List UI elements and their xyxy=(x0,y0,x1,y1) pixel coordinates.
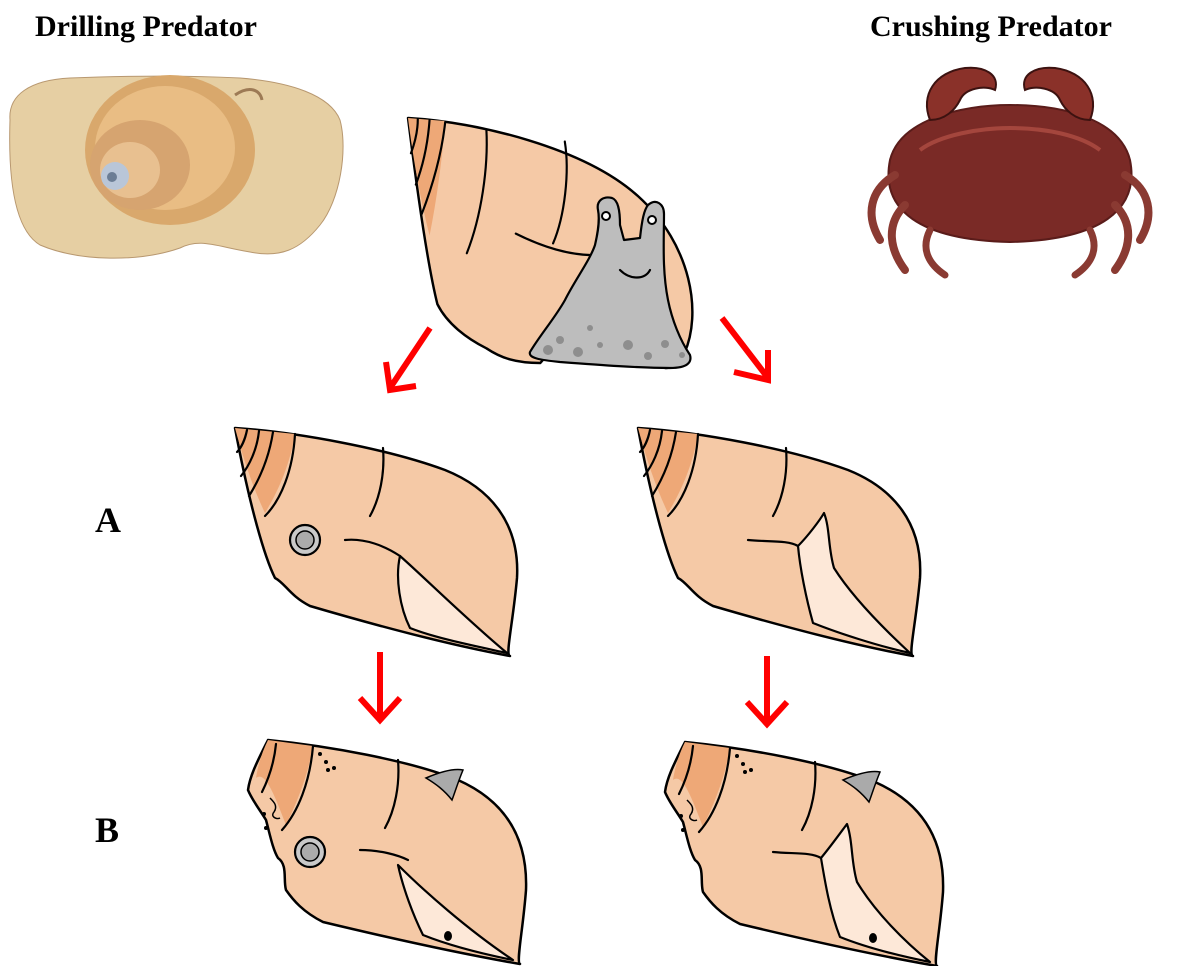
red-rock-crab-photo xyxy=(872,68,1149,275)
moon-snail-photo xyxy=(10,75,343,258)
row-label-b: B xyxy=(95,810,119,850)
shell-crushed-a xyxy=(638,428,920,656)
row-label-a: A xyxy=(95,500,121,540)
shell-drilled-a xyxy=(235,428,517,656)
title-crushing-predator: Crushing Predator xyxy=(870,10,1112,43)
shell-drilled-b xyxy=(248,740,526,964)
shell-crushed-b xyxy=(665,742,943,966)
arrow-crushed-to-b xyxy=(747,656,787,724)
arrow-to-crushed xyxy=(722,318,768,380)
arrow-to-drilled xyxy=(386,328,430,390)
arrow-drilled-to-b xyxy=(360,652,400,720)
title-drilling-predator: Drilling Predator xyxy=(35,10,257,43)
